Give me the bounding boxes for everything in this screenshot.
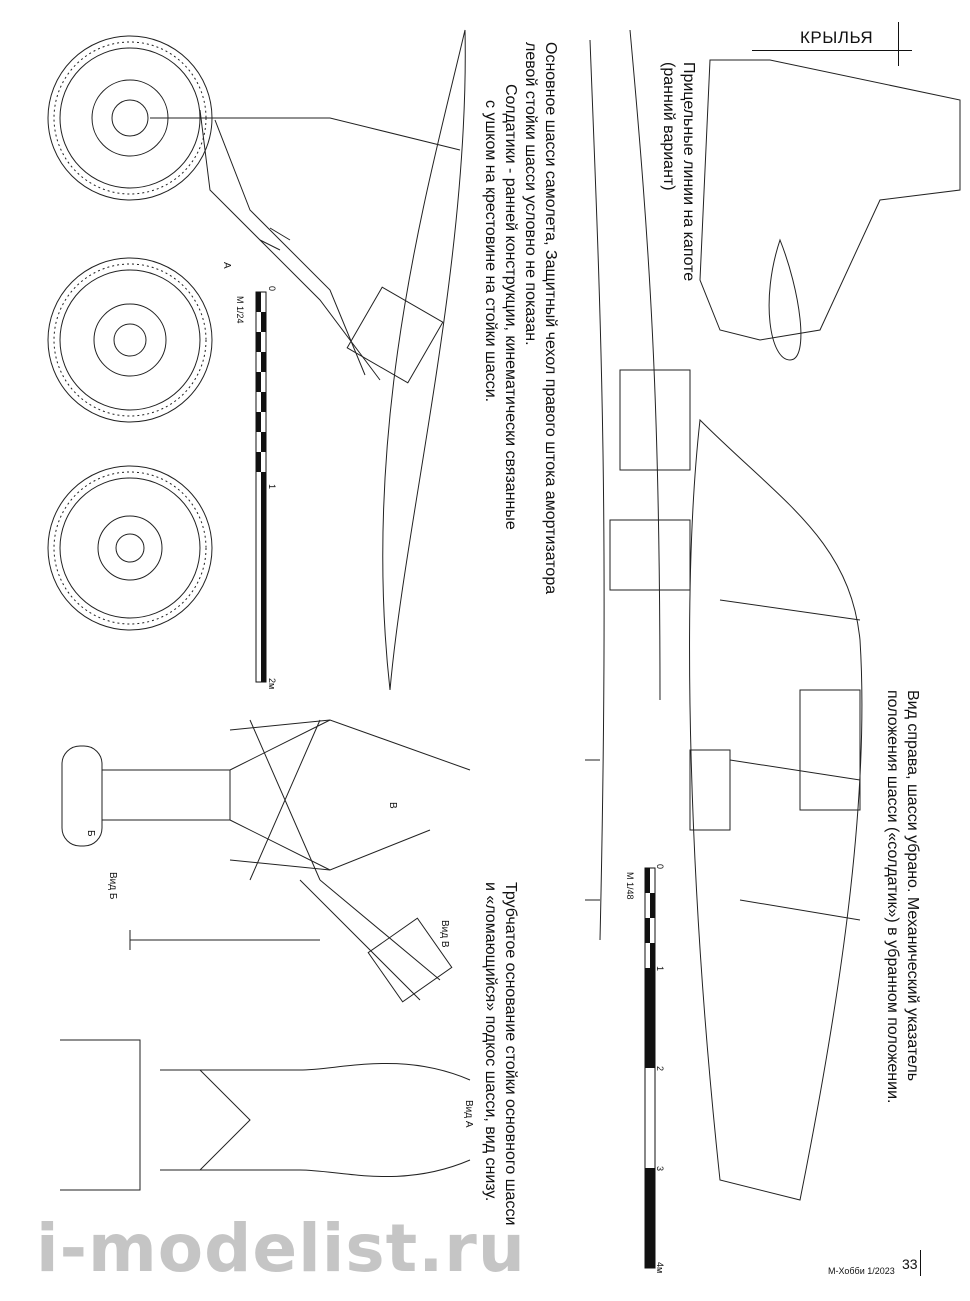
- arrow-label-a: А: [221, 262, 232, 269]
- view-v-label: Вид Б: [107, 872, 118, 900]
- view-b-label: Вид В: [439, 920, 450, 948]
- scale-1-48-label: М 1/48: [625, 872, 635, 900]
- view-a-drawing: [60, 1039, 471, 1191]
- journal-issue: М-Хобби 1/2023: [828, 1266, 895, 1276]
- caption-main-gear: Основное шасси самолета, Защитный чехол …: [482, 42, 559, 595]
- fuselage-side-view-drawing: [689, 59, 961, 1201]
- header-rule-vertical: [898, 22, 899, 66]
- arrow-label-b: В: [387, 802, 398, 809]
- cowling-sight-lines-drawing: [585, 29, 691, 941]
- scale-1-24-tick-0: 0: [267, 286, 277, 292]
- view-b-drawing: [129, 879, 453, 1003]
- scale-1-24-tick-1: 1: [267, 484, 277, 490]
- gear-front-view-drawing: [61, 719, 471, 881]
- page-number: 33: [902, 1256, 918, 1272]
- scale-1-48-tick-4: 4м: [655, 1262, 665, 1274]
- scale-1-48-tick-1: 1: [655, 966, 665, 972]
- scale-bar-1-48: [644, 867, 656, 1269]
- wheel-drawing-2: [47, 257, 213, 423]
- scale-1-48-tick-2: 2: [655, 1066, 665, 1072]
- header-rule-horizontal: [752, 50, 912, 51]
- caption-sight-lines: Прицельные линии на капоте (ранний вариа…: [660, 62, 697, 282]
- watermark: i-modelist.ru: [36, 1210, 526, 1287]
- scale-1-48-tick-3: 3: [655, 1166, 665, 1172]
- scale-1-24-label: М 1/24: [235, 296, 245, 324]
- view-a-label: Вид А: [463, 1100, 474, 1128]
- wing-section-outline: [382, 29, 466, 691]
- arrow-label-v: Б: [85, 830, 96, 837]
- main-gear-strut-drawing: [150, 109, 461, 384]
- caption-tubular-base: Трубчатое основание стойки основного шас…: [482, 882, 519, 1226]
- scale-1-24-tick-2: 2м: [267, 678, 277, 690]
- footer-rule: [920, 1250, 921, 1276]
- scale-1-48-tick-0: 0: [655, 864, 665, 870]
- caption-right-view: Вид справа, шасси убрано. Механический у…: [884, 690, 921, 1104]
- section-title: КРЫЛЬЯ: [800, 28, 874, 47]
- scale-bar-1-24: [255, 291, 267, 683]
- wheel-drawing-3: [47, 465, 213, 631]
